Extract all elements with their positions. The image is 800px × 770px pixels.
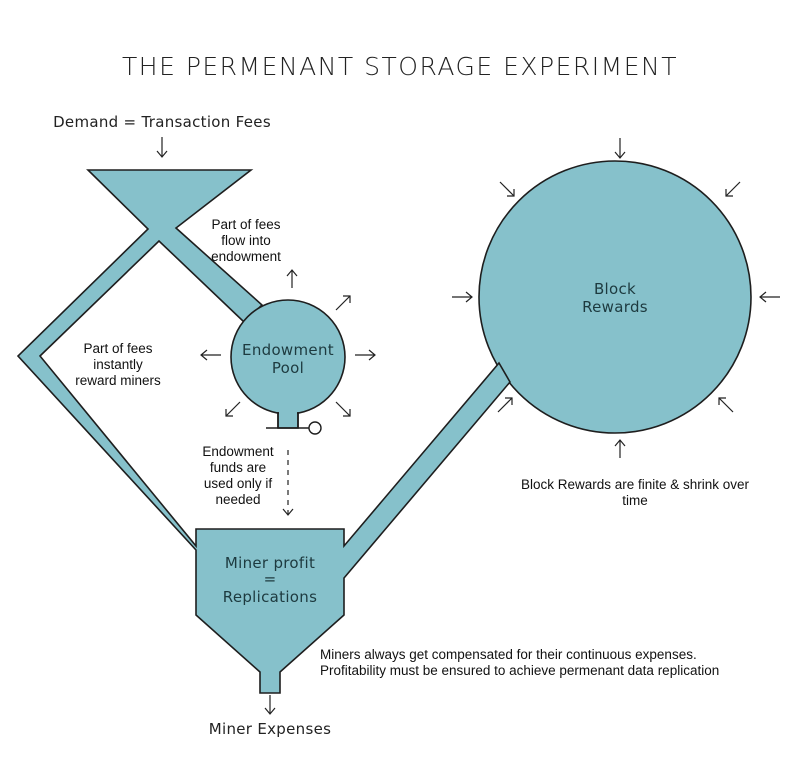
- endowment-usage-line-3: used only if: [204, 476, 273, 491]
- block-rewards-note-2: time: [622, 493, 648, 508]
- arrow-down-icon: [156, 137, 168, 158]
- miners-note-1: Miners always get compensated for their …: [320, 647, 697, 662]
- endowment-usage-line-4: needed: [215, 492, 260, 507]
- miner-profit-label-1: Miner profit: [225, 554, 315, 572]
- arrow-in-icon: [499, 181, 515, 197]
- diagram-title: THE PERMENANT STORAGE EXPERIMENT: [122, 52, 678, 81]
- arrow-in-icon: [725, 181, 741, 197]
- demand-label: Demand = Transaction Fees: [53, 113, 271, 131]
- miners-note-2: Profitability must be ensured to achieve…: [320, 663, 719, 678]
- endowment-usage-line-2: funds are: [210, 460, 266, 475]
- block-rewards-note-1: Block Rewards are finite & shrink over: [521, 477, 750, 492]
- arrow-in-icon: [614, 439, 626, 458]
- fees-to-endowment-line-3: endowment: [211, 249, 281, 264]
- arrow-in-icon: [452, 291, 473, 303]
- block-rewards-label-1: Block: [594, 280, 636, 298]
- arrow-down-icon: [264, 695, 276, 715]
- endowment-pool-label-2: Pool: [272, 359, 304, 377]
- miner-profit-label-3: Replications: [223, 588, 317, 606]
- arrow-out-icon: [200, 349, 221, 361]
- arrow-in-icon: [614, 138, 626, 159]
- arrow-in-icon: [718, 397, 734, 413]
- arrow-out-icon: [286, 269, 298, 288]
- arrow-out-icon: [335, 401, 351, 417]
- arrow-out-icon: [355, 349, 376, 361]
- block-rewards-pool: [478, 160, 752, 434]
- fees-to-endowment-line-2: flow into: [221, 233, 271, 248]
- block-rewards-label-2: Rewards: [582, 298, 648, 316]
- miner-expenses-label: Miner Expenses: [209, 720, 331, 738]
- arrow-out-icon: [225, 401, 241, 417]
- fees-to-miners-line-1: Part of fees: [83, 341, 152, 356]
- arrow-out-icon: [335, 295, 351, 311]
- arrow-in-icon: [497, 397, 513, 413]
- endowment-usage-line-1: Endowment: [202, 444, 274, 459]
- fees-to-miners-line-2: instantly: [93, 357, 143, 372]
- fees-to-miners-line-3: reward miners: [75, 373, 161, 388]
- valve-icon: [266, 421, 322, 435]
- endowment-pool-label-1: Endowment: [242, 341, 334, 359]
- miner-profit-label-2: =: [264, 570, 277, 588]
- fees-to-endowment-line-1: Part of fees: [211, 217, 280, 232]
- arrow-in-icon: [759, 291, 780, 303]
- endowment-dashed-arrow-icon: [282, 450, 294, 516]
